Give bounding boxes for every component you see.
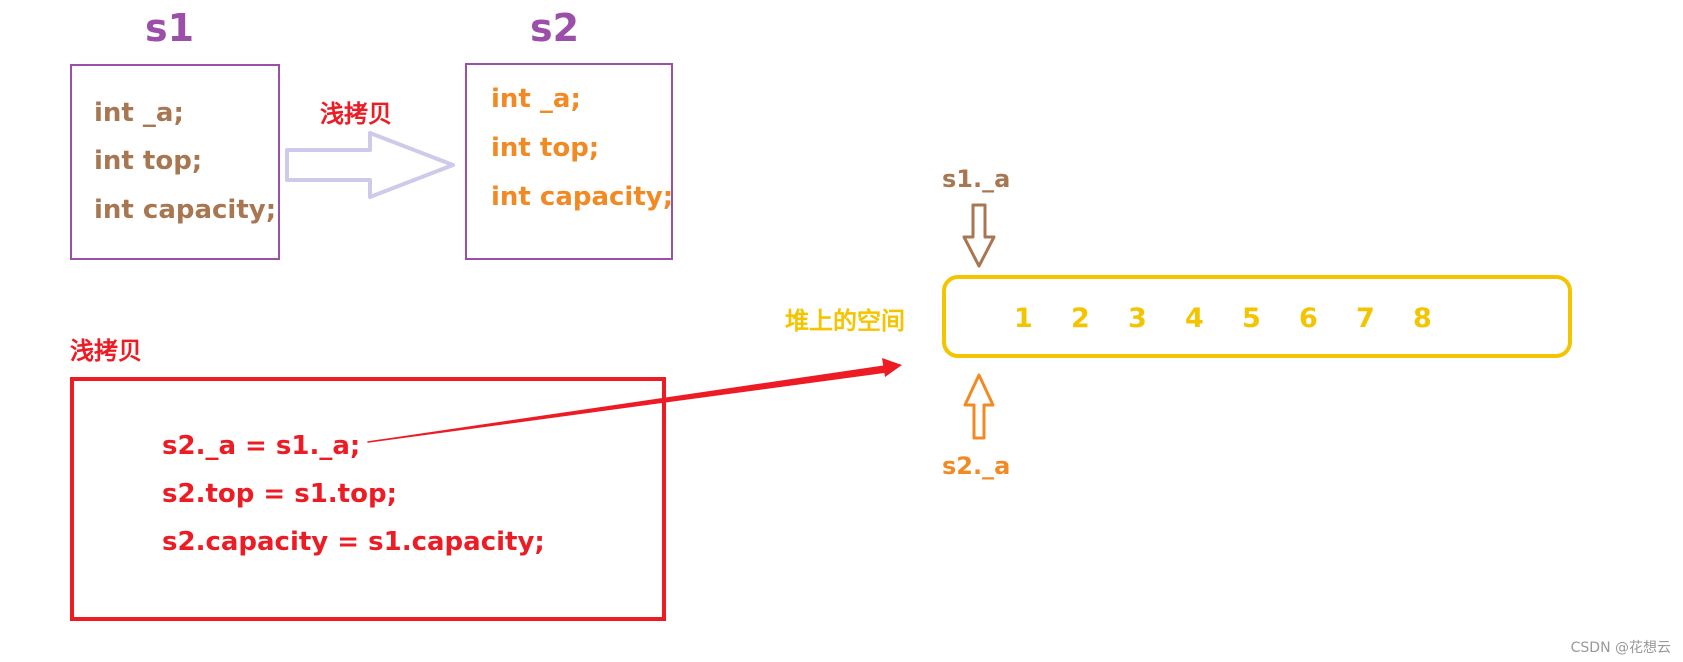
- heap-label: 堆上的空间: [785, 307, 905, 335]
- s1-field-capacity: int capacity;: [94, 195, 277, 225]
- s2-field-a: int _a;: [491, 84, 581, 114]
- heap-cell: 1: [1014, 303, 1033, 334]
- s2-pointer-label: s2._a: [942, 452, 1011, 480]
- s1-title: s1: [145, 6, 195, 50]
- heap-cell: 6: [1299, 303, 1318, 334]
- s1-field-top: int top;: [94, 146, 203, 176]
- heap-array-box: [942, 275, 1572, 358]
- copy-code-box: s2._a = s1._a; s2.top = s1.top; s2.capac…: [70, 377, 666, 621]
- code-line-top: s2.top = s1.top;: [162, 479, 397, 509]
- s2-title: s2: [530, 6, 580, 50]
- code-line-a: s2._a = s1._a;: [162, 431, 361, 461]
- s2-field-capacity: int capacity;: [491, 182, 674, 212]
- s1-pointer-label: s1._a: [942, 165, 1011, 193]
- s2-up-arrow-icon: [963, 373, 995, 440]
- pointer-arrow-icon: [367, 365, 887, 443]
- code-line-capacity: s2.capacity = s1.capacity;: [162, 527, 545, 557]
- heap-cell: 7: [1356, 303, 1375, 334]
- s2-field-top: int top;: [491, 133, 600, 163]
- s1-struct-box: int _a; int top; int capacity;: [70, 64, 280, 260]
- copy-arrow-label: 浅拷贝: [320, 100, 392, 128]
- heap-cell: 2: [1071, 303, 1090, 334]
- code-block-heading: 浅拷贝: [70, 337, 142, 365]
- heap-cell: 5: [1242, 303, 1261, 334]
- copy-arrow-icon: [285, 131, 455, 199]
- s2-struct-box: int _a; int top; int capacity;: [465, 63, 673, 260]
- watermark: CSDN @花想云: [1570, 640, 1671, 656]
- heap-cell: 8: [1413, 303, 1432, 334]
- pointer-arrowhead-icon: [882, 358, 902, 377]
- heap-cell: 3: [1128, 303, 1147, 334]
- s1-field-a: int _a;: [94, 98, 184, 128]
- heap-cell: 4: [1185, 303, 1204, 334]
- s1-down-arrow-icon: [962, 203, 996, 268]
